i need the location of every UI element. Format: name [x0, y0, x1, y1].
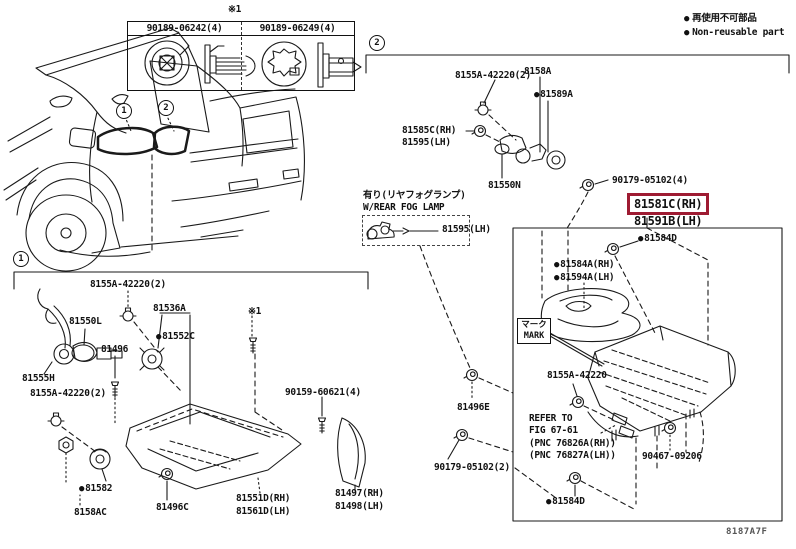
section-1-bracket: [13, 271, 369, 290]
part-label-81589a[interactable]: ●81589A: [534, 89, 573, 100]
part-label-8155a-42220-2-a[interactable]: 8155A-42220(2): [455, 70, 531, 81]
fastener-illustrations: [144, 40, 362, 88]
non-reusable-dot-icon: ●: [554, 273, 560, 283]
part-label-8155a-42220[interactable]: 8155A-42220: [547, 370, 607, 381]
non-reusable-dot-icon: ●: [546, 497, 552, 507]
legend-row-en: ● Non-reusable part: [684, 26, 785, 40]
car-callout-2: 2: [158, 100, 174, 116]
non-reusable-dot-icon: ●: [79, 484, 85, 494]
fog-lamp-note-jp: 有り(リヤフォグランプ): [363, 190, 466, 201]
mark-box-en: MARK: [523, 331, 545, 341]
fog-lamp-variant-box: [362, 215, 470, 246]
car-callout-1: 1: [116, 103, 132, 119]
figure-code: 8187A7F: [726, 527, 768, 537]
part-label-81498-lh[interactable]: 81498(LH): [335, 501, 384, 512]
part-label-81496c[interactable]: 81496C: [156, 502, 189, 513]
part-label-90159-60621-4[interactable]: 90159-60621(4): [285, 387, 361, 398]
part-label-81584a-rh[interactable]: ●81584A(RH): [554, 259, 615, 270]
non-reusable-dot-icon: ●: [554, 260, 560, 270]
part-label-8158a[interactable]: 8158A: [524, 66, 552, 77]
part-label-81595-lh-a[interactable]: 81595(LH): [402, 137, 451, 148]
part-label-81551d-rh[interactable]: 81551D(RH): [236, 493, 291, 504]
part-label-81496e[interactable]: 81496E: [457, 402, 490, 413]
part-label-81561d-lh[interactable]: 81561D(LH): [236, 506, 291, 517]
refer-line-2: FIG 67-61: [529, 425, 578, 437]
section-callout-2: 2: [369, 35, 385, 51]
section-callout-1: 1: [13, 251, 29, 267]
refer-line-1: REFER TO: [529, 413, 573, 424]
part-label-8155a-42220-2-c[interactable]: 8155A-42220(2): [30, 388, 106, 399]
part-label-81550l[interactable]: 81550L: [69, 316, 102, 327]
fastener-col-2: 90189-06249(4): [259, 23, 336, 34]
part-label-81585c-rh[interactable]: 81585C(RH): [402, 125, 457, 136]
legend: ● 再使用不可部品 ● Non-reusable part: [684, 12, 785, 40]
lamp-upper-detail: [465, 76, 709, 346]
part-label-8158ac[interactable]: 8158AC: [74, 507, 107, 518]
mark-box: マーク MARK: [517, 318, 551, 344]
left-of-box-fasteners: [447, 368, 514, 460]
legend-text-en: Non-reusable part: [692, 27, 785, 38]
non-reusable-dot-icon: ●: [638, 234, 644, 244]
fog-lamp-detail: [366, 221, 471, 369]
part-label-81552c[interactable]: ●81552C: [156, 331, 195, 342]
section-2-bracket: [365, 54, 790, 74]
part-label-81581c-rh-highlighted[interactable]: 81581C(RH): [627, 193, 710, 215]
detail-box: [512, 227, 783, 522]
non-reusable-dot-icon: ●: [684, 28, 690, 38]
part-label-81584d-a[interactable]: ●81584D: [638, 233, 677, 244]
part-label-90467-09206[interactable]: 90467-09206: [642, 451, 702, 462]
part-label-81497-rh[interactable]: 81497(RH): [335, 488, 384, 499]
refer-note: REFER TO FIG 67-61 (PNC 76826A(RH)) (PNC…: [529, 413, 616, 463]
legend-text-jp: 再使用不可部品: [692, 13, 757, 24]
part-label-81584d-b[interactable]: ●81584D: [546, 496, 585, 507]
asterisk-note-1: ※1: [248, 306, 262, 317]
part-label-81536a[interactable]: 81536A: [153, 303, 186, 314]
fastener-table-note: ※1: [228, 4, 242, 15]
non-reusable-dot-icon: ●: [684, 14, 690, 24]
non-reusable-dot-icon: ●: [156, 332, 162, 342]
part-label-81496[interactable]: 81496: [101, 344, 129, 355]
fastener-table: 90189-06242(4) 90189-06249(4): [127, 21, 355, 91]
vehicle-illustration: [3, 27, 305, 272]
mark-box-jp: マーク: [521, 320, 547, 330]
part-label-81582[interactable]: ●81582: [79, 483, 113, 494]
fog-lamp-note-en: W/REAR FOG LAMP: [363, 202, 445, 213]
part-label-90179-05102-4[interactable]: 90179-05102(4): [612, 175, 688, 186]
fastener-table-divider: [241, 22, 242, 90]
fastener-col-1: 90189-06242(4): [146, 23, 223, 34]
non-reusable-dot-icon: ●: [534, 90, 540, 100]
rear-lamp-left-detail: [37, 288, 366, 506]
refer-line-3: (PNC 76826A(RH)): [529, 437, 616, 449]
part-label-81595-lh-fog[interactable]: 81595(LH): [442, 224, 491, 235]
part-label-81550n[interactable]: 81550N: [488, 180, 521, 191]
part-label-90179-05102-2[interactable]: 90179-05102(2): [434, 462, 510, 473]
part-label-81591b-lh[interactable]: 81591B(LH): [634, 214, 703, 228]
legend-row-jp: ● 再使用不可部品: [684, 12, 784, 26]
part-label-81594a-lh[interactable]: ●81594A(LH): [554, 272, 615, 283]
part-label-81555h[interactable]: 81555H: [22, 373, 55, 384]
part-label-8155a-42220-2-b[interactable]: 8155A-42220(2): [90, 279, 166, 290]
refer-line-4: (PNC 76827A(LH)): [529, 450, 616, 462]
